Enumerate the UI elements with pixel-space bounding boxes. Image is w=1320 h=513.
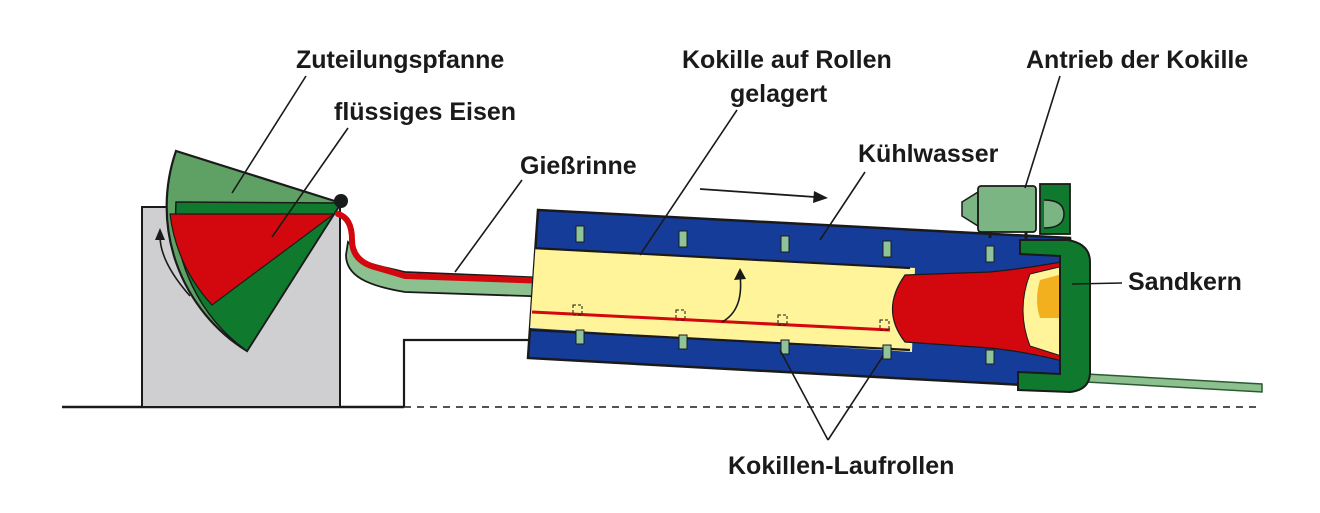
hidden-rollers (572, 304, 890, 331)
label-kokille-line2: gelagert (730, 80, 828, 108)
flow-direction-arrow (699, 188, 828, 203)
ladle-pivot (334, 194, 348, 208)
label-kuehlwasser: Kühlwasser (858, 140, 999, 168)
label-kokille-line1: Kokille auf Rollen (682, 46, 892, 74)
iron-stream (335, 211, 891, 296)
label-sandkern: Sandkern (1128, 268, 1242, 296)
label-fluessiges-eisen: flüssiges Eisen (334, 98, 516, 126)
mold-body (526, 208, 1080, 390)
tilt-direction-arrow (159, 235, 191, 297)
label-laufrollen: Kokillen-Laufrollen (728, 452, 954, 480)
mold-end-flange (1017, 239, 1091, 394)
mold-drive (961, 183, 1071, 240)
cooling-channels (575, 225, 995, 365)
leader-lines (231, 75, 1123, 441)
label-giessrinne: Gießrinne (520, 152, 637, 180)
rotation-arrow (721, 274, 742, 323)
label-zuteilungspfanne: Zuteilungspfanne (296, 46, 504, 74)
label-antrieb: Antrieb der Kokille (1026, 46, 1248, 74)
